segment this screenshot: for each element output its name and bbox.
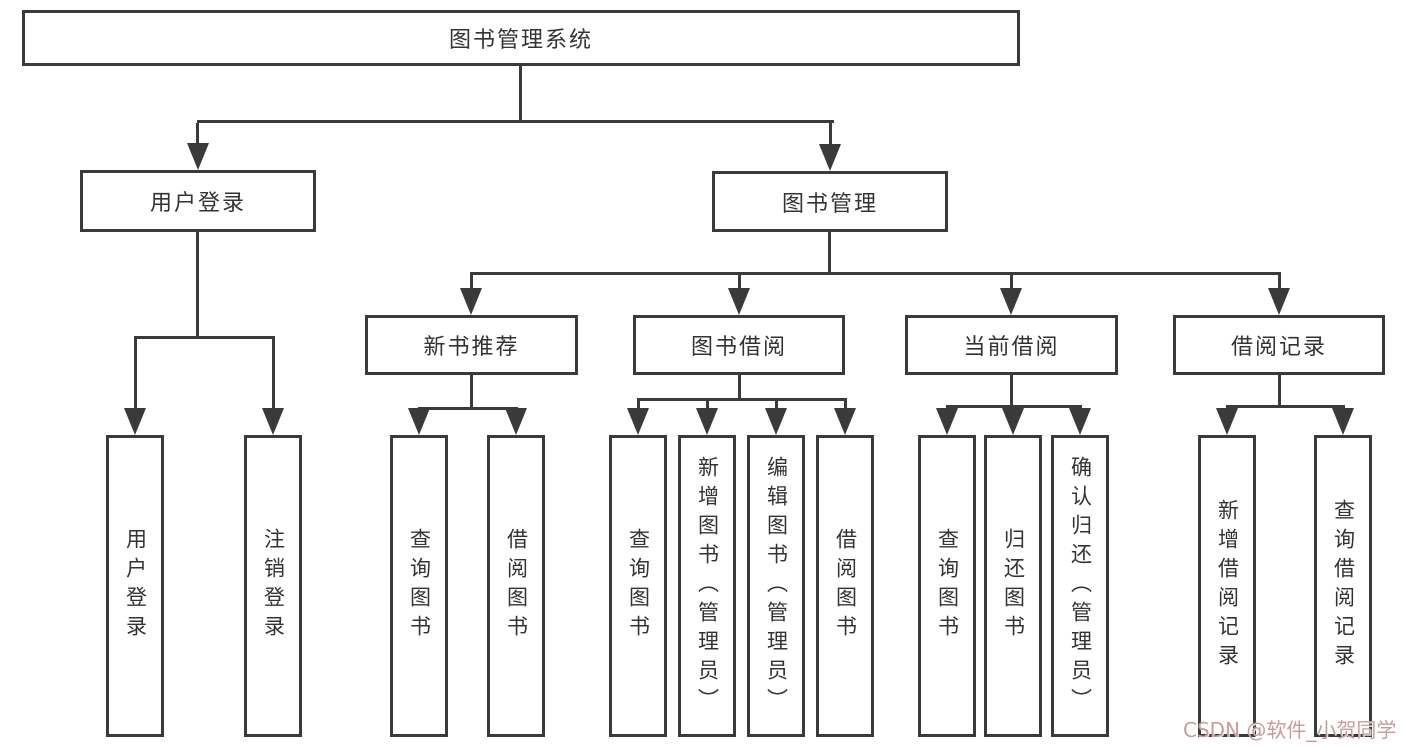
connector-root-crossbar <box>197 120 834 123</box>
leaf-br-add-record-label: 新增借阅记录 <box>1215 499 1240 673</box>
connector-drop-bb-query <box>637 401 640 412</box>
leaf-cb-query-books: 查询图书 <box>918 435 976 737</box>
node-book-borrowing-label: 图书借阅 <box>690 335 787 360</box>
node-book-management-label: 图书管理 <box>781 191 878 217</box>
leaf-bb-edit-books-admin-label: 编辑图书（管理员） <box>764 455 789 717</box>
leaf-bb-borrow-books-label: 借阅图书 <box>833 528 858 644</box>
connector-borrow-records-stem <box>1278 375 1281 407</box>
connector-current-borrow-stem <box>1010 375 1013 407</box>
arrowhead-cb-query-icon <box>936 408 958 435</box>
arrowhead-book-borrow-icon <box>728 288 750 315</box>
leaf-bb-add-books-admin: 新增图书（管理员） <box>678 435 736 737</box>
csdn-watermark: CSDN @软件_小贺同学 <box>1183 718 1397 742</box>
leaf-bb-add-books-admin-label: 新增图书（管理员） <box>695 455 720 717</box>
leaf-nb-borrow-books-label: 借阅图书 <box>504 528 529 644</box>
arrowhead-leaf-logout-icon <box>262 408 284 435</box>
arrowhead-br-query-icon <box>1332 408 1354 435</box>
connector-drop-book-mgmt <box>829 123 832 146</box>
arrowhead-br-add-icon <box>1216 408 1238 435</box>
arrowhead-nb-query-icon <box>408 408 430 435</box>
node-library-management-system-label: 图书管理系统 <box>448 28 593 53</box>
leaf-bb-borrow-books: 借阅图书 <box>816 435 874 737</box>
leaf-cb-return-books: 归还图书 <box>984 435 1042 737</box>
leaf-cb-query-books-label: 查询图书 <box>935 528 960 644</box>
leaf-nb-borrow-books: 借阅图书 <box>487 435 545 737</box>
connector-drop-bb-add <box>706 401 709 412</box>
arrowhead-nb-borrow-icon <box>505 408 527 435</box>
connector-drop-user-login <box>196 123 199 146</box>
connector-drop-new-books <box>470 275 473 291</box>
arrowhead-current-borrow-icon <box>1000 288 1022 315</box>
connector-drop-borrow-records <box>1278 275 1281 291</box>
arrowhead-leaf-user-login-icon <box>124 408 146 435</box>
leaf-br-add-record: 新增借阅记录 <box>1198 435 1256 737</box>
connector-new-books-stem <box>470 375 473 409</box>
arrowhead-borrow-records-icon <box>1268 288 1290 315</box>
connector-drop-bb-edit <box>775 401 778 412</box>
leaf-user-login-label: 用户登录 <box>123 528 148 644</box>
connector-drop-leaf-user-login <box>134 339 137 409</box>
connector-borrow-records-crossbar <box>1226 405 1345 408</box>
arrowhead-cb-confirm-icon <box>1069 408 1091 435</box>
leaf-cb-confirm-return-admin-label: 确认归还（管理员） <box>1068 455 1093 717</box>
connector-user-login-stem <box>196 232 199 338</box>
connector-user-login-crossbar <box>134 336 275 339</box>
node-new-book-recommend-label: 新书推荐 <box>423 335 520 360</box>
leaf-nb-query-books: 查询图书 <box>390 435 448 737</box>
leaf-bb-query-books: 查询图书 <box>609 435 667 737</box>
node-borrowing-records: 借阅记录 <box>1173 315 1385 375</box>
connector-book-mgmt-crossbar <box>470 272 1281 275</box>
node-book-management: 图书管理 <box>712 171 948 232</box>
connector-drop-current-borrow <box>1010 275 1013 291</box>
leaf-br-query-record-label: 查询借阅记录 <box>1331 499 1356 673</box>
arrowhead-bb-query-icon <box>627 408 649 435</box>
arrowhead-bb-add-icon <box>696 408 718 435</box>
arrowhead-user-login-icon <box>187 143 209 170</box>
leaf-br-query-record: 查询借阅记录 <box>1314 435 1372 737</box>
node-user-login-label: 用户登录 <box>149 191 246 216</box>
leaf-logout-login-label: 注销登录 <box>261 528 286 644</box>
connector-new-books-crossbar <box>418 407 518 410</box>
arrowhead-cb-return-icon <box>1002 408 1024 435</box>
node-current-borrowing-label: 当前借阅 <box>963 335 1060 360</box>
leaf-cb-confirm-return-admin: 确认归还（管理员） <box>1051 435 1109 737</box>
arrowhead-book-mgmt-icon <box>819 144 841 171</box>
connector-book-mgmt-stem <box>828 232 831 274</box>
leaf-cb-return-books-label: 归还图书 <box>1001 528 1026 644</box>
connector-current-borrow-crossbar <box>946 405 1082 408</box>
connector-drop-leaf-logout <box>272 339 275 409</box>
leaf-bb-edit-books-admin: 编辑图书（管理员） <box>747 435 805 737</box>
connector-drop-bb-borrow <box>844 401 847 412</box>
connector-book-borrow-stem <box>738 375 741 400</box>
arrowhead-bb-borrow-icon <box>834 408 856 435</box>
node-user-login: 用户登录 <box>80 170 316 232</box>
node-borrowing-records-label: 借阅记录 <box>1230 335 1327 360</box>
node-library-management-system: 图书管理系统 <box>22 10 1020 66</box>
connector-book-borrow-crossbar <box>637 398 847 401</box>
arrowhead-new-books-icon <box>460 288 482 315</box>
leaf-bb-query-books-label: 查询图书 <box>626 528 651 644</box>
node-book-borrowing: 图书借阅 <box>633 315 845 375</box>
node-current-borrowing: 当前借阅 <box>905 315 1118 375</box>
connector-root-stem <box>519 66 522 122</box>
leaf-logout-login: 注销登录 <box>244 435 302 737</box>
leaf-nb-query-books-label: 查询图书 <box>407 528 432 644</box>
node-new-book-recommend: 新书推荐 <box>365 315 578 375</box>
arrowhead-bb-edit-icon <box>765 408 787 435</box>
connector-drop-book-borrow <box>738 275 741 291</box>
leaf-user-login: 用户登录 <box>106 435 164 737</box>
